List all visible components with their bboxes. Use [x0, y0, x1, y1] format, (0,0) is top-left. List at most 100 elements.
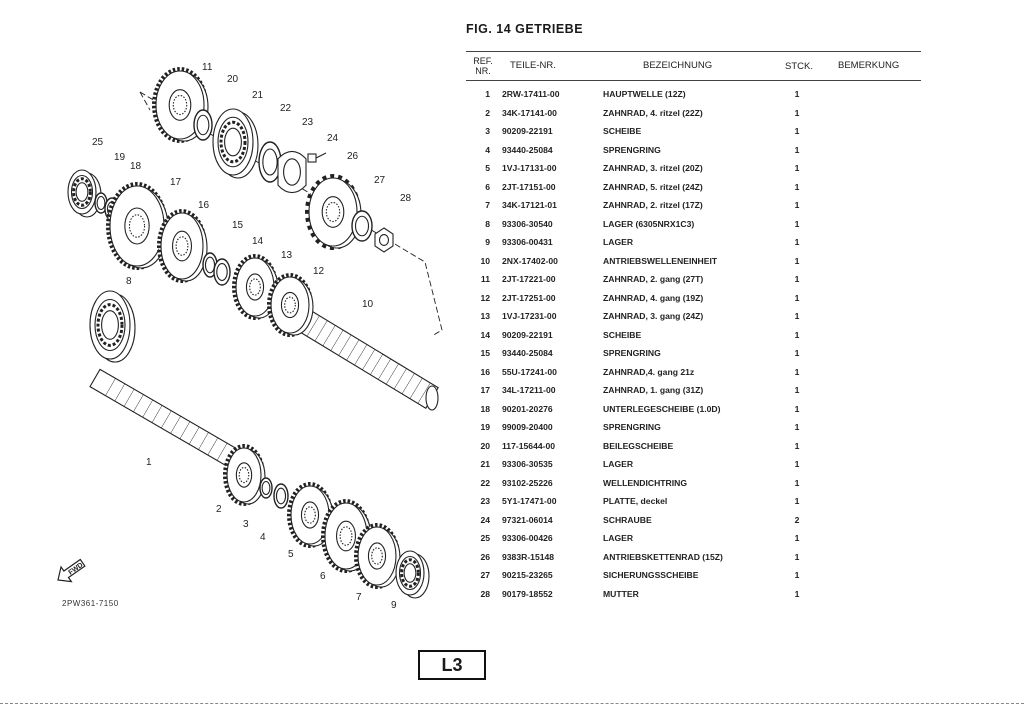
bottom-rule [0, 703, 1024, 704]
description: ZAHNRAD, 2. gang (27T) [603, 274, 704, 284]
quantity: 1 [794, 477, 800, 488]
bolt-24 [307, 152, 327, 163]
washer-27 [351, 210, 373, 242]
description: ZAHNRAD, 4. gang (19Z) [603, 292, 704, 303]
header-qty: STCK. [785, 61, 813, 72]
washer-3 [259, 477, 273, 499]
part-number: 93306-00426 [502, 533, 553, 543]
description: LAGER [603, 237, 634, 247]
header-description: BEZEICHNUNG [643, 60, 713, 71]
part-number: 34K-17121-01 [502, 200, 557, 210]
quantity: 1 [794, 329, 800, 340]
washer-14 [213, 258, 231, 286]
bearing-21 [212, 108, 259, 179]
part-number: 93306-00431 [502, 237, 553, 247]
description: ZAHNRAD, 5. ritzel (24Z) [603, 181, 703, 192]
nut-28 [374, 227, 394, 253]
callout-leader-line [218, 230, 236, 255]
description: ANTRIEBSWELLENEINHEIT [603, 255, 718, 266]
ref-number: 5 [485, 163, 490, 173]
forward-arrow-icon: FWD [57, 558, 86, 583]
quantity: 1 [794, 459, 800, 469]
ref-number: 10 [480, 255, 490, 266]
callout-leader-line [84, 147, 96, 168]
description: LAGER [603, 459, 634, 469]
ref-number: 28 [480, 588, 490, 599]
ref-number: 17 [480, 385, 490, 395]
callout-label: 13 [281, 250, 293, 261]
part-number: 93306-30540 [502, 218, 553, 229]
part-number: 1VJ-17231-00 [502, 311, 557, 321]
callout-leader-line [150, 445, 165, 467]
ref-number: 7 [485, 200, 490, 210]
callout-leader-line [160, 187, 174, 198]
callout-label: 23 [302, 117, 314, 128]
callout-label: 19 [114, 152, 126, 163]
callout-label: 16 [198, 200, 210, 211]
ref-number: 13 [480, 311, 490, 321]
ref-number: 11 [480, 274, 490, 284]
quantity: 1 [794, 181, 800, 192]
quantity: 1 [794, 403, 800, 414]
description: ANTRIEBSKETTENRAD (15Z) [603, 551, 723, 562]
bearing-25 [67, 169, 102, 218]
description: ZAHNRAD, 2. ritzel (17Z) [603, 200, 703, 210]
callout-label: 6 [320, 571, 326, 582]
callout-label: 21 [252, 90, 264, 101]
header-ref-line2: NR. [475, 66, 491, 76]
description: PLATTE, deckel [603, 496, 668, 506]
callout-label: 5 [288, 549, 294, 560]
part-number: 2JT-17251-00 [502, 292, 556, 303]
description: HAUPTWELLE (12Z) [603, 89, 686, 99]
quantity: 1 [794, 440, 800, 451]
table-header-rule [466, 80, 921, 81]
part-number: 2RW-17411-00 [502, 89, 560, 99]
ref-number: 27 [480, 570, 490, 580]
quantity: 1 [794, 200, 800, 210]
callout-label: 27 [374, 175, 386, 186]
figure-code: 2PW361-7150 [62, 599, 119, 608]
description: SPRENGRING [603, 348, 661, 358]
callout-label: 7 [356, 592, 362, 603]
ref-number: 24 [480, 514, 490, 525]
gear-13 [232, 254, 279, 320]
callout-leader-line [264, 506, 278, 542]
ref-number: 19 [480, 422, 490, 432]
description: ZAHNRAD, 1. gang (31Z) [603, 385, 704, 395]
ref-number: 23 [480, 496, 490, 506]
description: SPRENGRING [603, 422, 661, 432]
description: ZAHNRAD, 3. gang (24Z) [603, 311, 704, 321]
description: LAGER (6305NRX1C3) [603, 218, 695, 229]
gear-2 [223, 444, 266, 506]
callout-label: 15 [232, 220, 244, 231]
ref-number: 16 [480, 366, 490, 377]
callout-leader-line [366, 185, 378, 212]
description: BEILEGSCHEIBE [603, 440, 674, 451]
part-number: 90179-18552 [502, 588, 553, 599]
forward-label: FWD [68, 562, 85, 577]
description: SCHEIBE [603, 329, 642, 340]
description: SICHERUNGSSCHEIBE [603, 570, 699, 580]
callout-label: 25 [92, 137, 104, 148]
callout-label: 8 [126, 276, 132, 287]
part-number: 93440-25084 [502, 144, 553, 155]
quantity: 2 [794, 514, 800, 525]
callout-label: 12 [313, 266, 325, 277]
ref-number: 9 [485, 237, 490, 247]
callout-label: 10 [362, 299, 374, 310]
sprocket-26 [305, 174, 362, 250]
plate-23 [277, 150, 307, 194]
header-ref-line1: REF. [473, 56, 493, 66]
gear-16 [157, 209, 208, 283]
callout-label: 1 [146, 457, 152, 468]
callout-label: 17 [170, 177, 182, 188]
callout-leader-line [240, 100, 256, 112]
quantity: 1 [794, 107, 800, 118]
description: SCHRAUBE [603, 514, 652, 525]
ref-number: 2 [485, 107, 490, 118]
quantity: 1 [794, 89, 800, 99]
part-number: 90201-20276 [502, 403, 553, 414]
part-number: 97321-06014 [502, 514, 553, 525]
figure-title: FIG. 14 GETRIEBE [466, 22, 584, 36]
quantity: 1 [794, 163, 800, 173]
